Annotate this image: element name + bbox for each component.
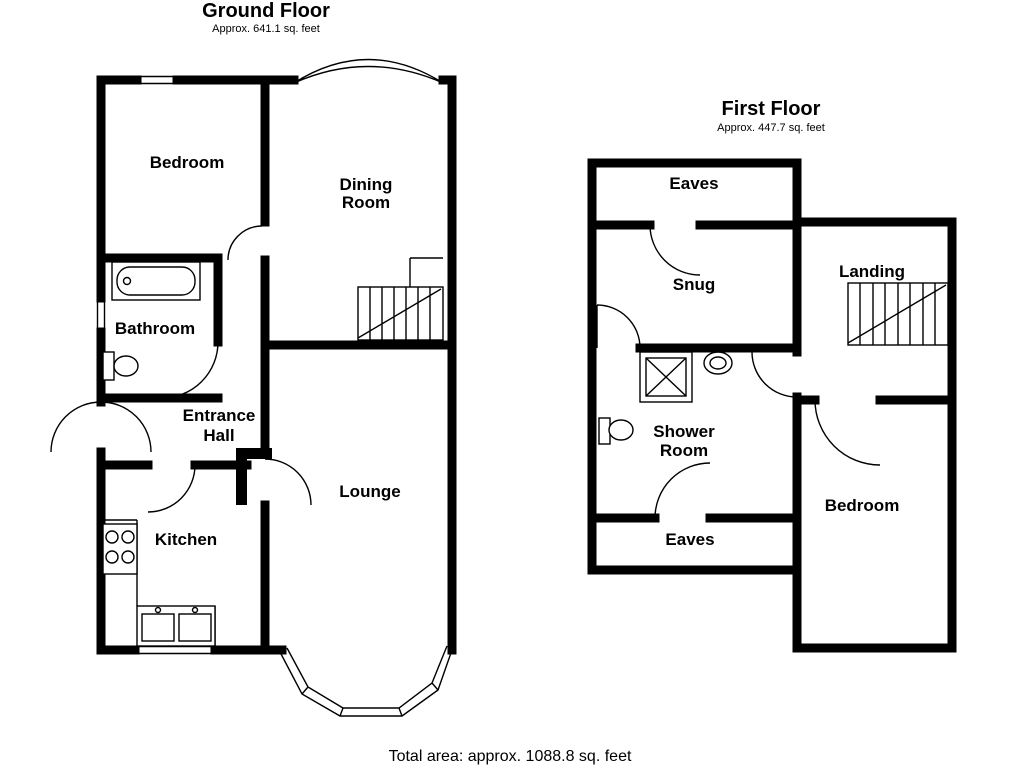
room-label-bedroom-ground: Bedroom xyxy=(150,153,225,172)
first-floor-stairs xyxy=(847,282,949,346)
ground-floor-toilet xyxy=(102,351,139,381)
room-label-landing: Landing xyxy=(839,262,905,281)
room-label-shower-line1: Shower xyxy=(653,422,715,441)
room-label-snug: Snug xyxy=(673,275,716,294)
bay-window xyxy=(279,645,453,717)
wall-notch-horizontal xyxy=(236,448,272,459)
room-label-lounge: Lounge xyxy=(339,482,400,501)
room-label-kitchen: Kitchen xyxy=(155,530,217,549)
room-label-bathroom: Bathroom xyxy=(115,319,195,338)
lounge-door-arc xyxy=(264,458,312,506)
ground-floor-plan: Ground Floor Approx. 641.1 sq. feet xyxy=(50,0,457,717)
room-label-dining-line1: Dining xyxy=(340,175,393,194)
bathroom-door-arc xyxy=(161,341,219,399)
first-floor-area: Approx. 447.7 sq. feet xyxy=(717,122,825,134)
room-label-eaves-top: Eaves xyxy=(669,174,718,193)
ground-floor-title: Ground Floor xyxy=(202,0,330,22)
kitchen-door-arc xyxy=(147,464,196,513)
kitchen-sink xyxy=(136,605,216,647)
ground-floor-stairs xyxy=(357,257,444,341)
eaves-bottom-door-arc xyxy=(654,462,711,519)
bedroom-door-arc xyxy=(227,225,263,261)
room-label-entrance-line1: Entrance xyxy=(183,406,256,425)
shower-cubicle xyxy=(639,351,693,403)
first-floor-plan: First Floor Approx. 447.7 sq. feet xyxy=(587,98,957,653)
landing-corridor-door-arc xyxy=(751,351,798,398)
room-label-dining-line2: Room xyxy=(342,193,390,212)
total-area-label: Total area: approx. 1088.8 sq. feet xyxy=(389,748,632,765)
room-label-entrance-line2: Hall xyxy=(203,426,234,445)
eaves-top-door-arc xyxy=(649,224,701,276)
ground-floor-area: Approx. 641.1 sq. feet xyxy=(212,23,320,35)
snug-door xyxy=(596,304,641,349)
shower-room-toilet xyxy=(598,417,634,445)
shower-room-sink xyxy=(703,351,733,375)
wall-notch-vertical xyxy=(236,448,247,505)
first-floor-title: First Floor xyxy=(722,98,821,120)
room-label-bedroom-first: Bedroom xyxy=(825,496,900,515)
bedroom-first-door-arc xyxy=(814,399,881,466)
kitchen-hob xyxy=(102,523,138,575)
first-floor-walls xyxy=(587,158,957,653)
room-label-shower-line2: Room xyxy=(660,441,708,460)
front-door-outer-arc xyxy=(50,401,102,453)
bath-tub xyxy=(111,261,201,301)
bow-window xyxy=(293,58,444,84)
ground-floor-walls xyxy=(96,75,457,655)
room-label-eaves-bottom: Eaves xyxy=(665,530,714,549)
front-door-inner-arc xyxy=(100,401,152,453)
